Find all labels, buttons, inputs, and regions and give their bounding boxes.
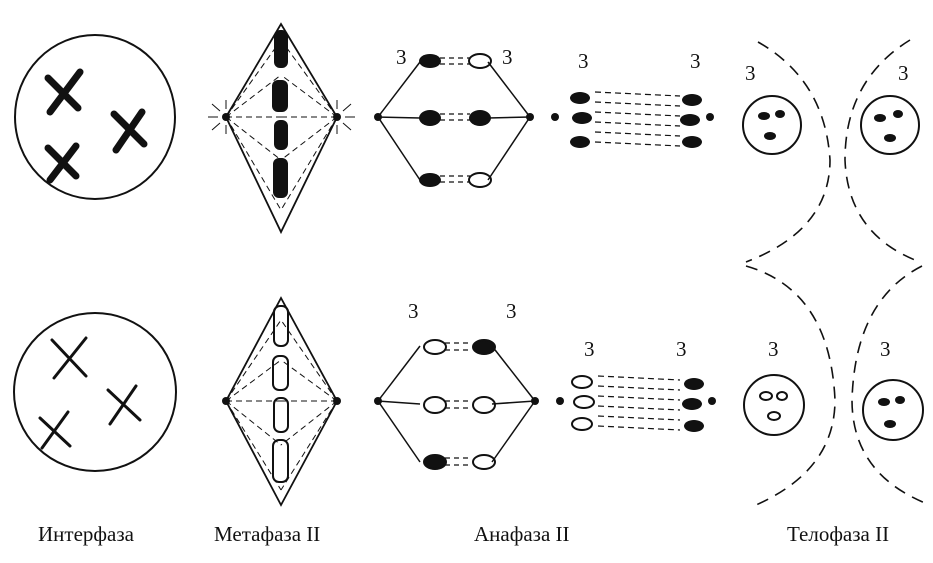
chromosome-x-top-1 [48, 72, 80, 112]
chromosome-x-top-2 [48, 146, 76, 180]
chromosome-x-bottom-3 [108, 386, 140, 424]
label-anaphase-bottom-left: 3 [408, 299, 419, 323]
label-anaphase-top-right: 3 [502, 45, 513, 69]
label-late-anaphase-top-left: 3 [578, 49, 589, 73]
metaphase-spindle-bottom [222, 298, 341, 505]
metaphase-spindle-top [208, 24, 355, 232]
label-late-anaphase-bottom-right: 3 [676, 337, 687, 361]
label-late-anaphase-bottom-left: 3 [584, 337, 595, 361]
anaphase-late-top: 3 3 [551, 49, 714, 148]
chromosome-x-bottom-2 [40, 412, 70, 448]
label-telophase-bottom-right: 3 [880, 337, 891, 361]
label-telophase-top-right: 3 [898, 61, 909, 85]
telophase-bottom: 3 3 [744, 266, 930, 505]
label-telophase-top-left: 3 [745, 61, 756, 85]
label-anaphase-top-left: 3 [396, 45, 407, 69]
caption-interphase: Интерфаза [38, 522, 134, 547]
centriole-right-top [333, 100, 355, 134]
centriole-left-top [208, 100, 230, 134]
interphase-cell-top [15, 35, 175, 199]
caption-metaphase: Метафаза II [214, 522, 320, 547]
telophase-top: 3 3 [743, 40, 920, 262]
chromosome-x-bottom-1 [52, 338, 86, 378]
label-telophase-bottom-left: 3 [768, 337, 779, 361]
caption-telophase: Телофаза II [787, 522, 889, 547]
metaphase-chromosomes-bottom [273, 306, 288, 482]
interphase-cell-bottom [14, 313, 176, 471]
anaphase-late-bottom: 3 3 [556, 337, 716, 432]
chromosome-x-top-3 [114, 112, 144, 150]
anaphase-early-bottom: 3 3 [374, 299, 539, 469]
metaphase-chromosomes-top [272, 30, 288, 198]
label-late-anaphase-top-right: 3 [690, 49, 701, 73]
label-anaphase-bottom-right: 3 [506, 299, 517, 323]
caption-anaphase: Анафаза II [474, 522, 570, 547]
anaphase-early-top: 3 3 [374, 45, 534, 187]
